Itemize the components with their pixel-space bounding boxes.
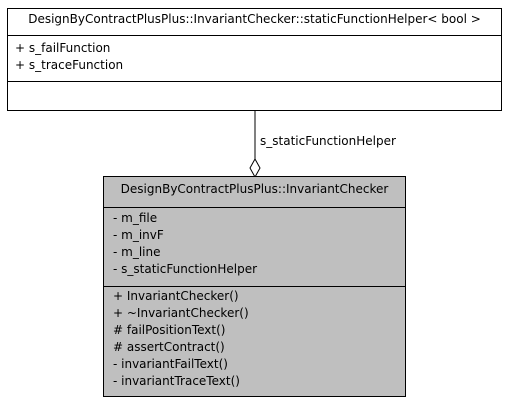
checker-class-name: DesignByContractPlusPlus::InvariantCheck… [120, 182, 389, 196]
invariant-checker-class[interactable]: DesignByContractPlusPlus::InvariantCheck… [103, 176, 406, 397]
checker-attribute: - m_line [113, 245, 161, 259]
checker-attribute: - s_staticFunctionHelper [113, 262, 258, 276]
checker-operation: + ~InvariantChecker() [113, 306, 249, 320]
checker-attributes-compartment: - m_file - m_invF - m_line - s_staticFun… [104, 207, 405, 286]
checker-operation: # assertContract() [113, 340, 225, 354]
helper-operations-compartment [8, 81, 501, 110]
helper-attribute: + s_traceFunction [15, 58, 124, 72]
checker-attribute: - m_file [113, 211, 158, 225]
helper-attributes-compartment: + s_failFunction + s_traceFunction [8, 35, 501, 81]
checker-operation: - invariantTraceText() [113, 374, 240, 388]
checker-operation: # failPositionText() [113, 323, 226, 337]
helper-attribute: + s_failFunction [15, 41, 111, 55]
checker-operations-compartment: + InvariantChecker() + ~InvariantChecker… [104, 286, 405, 396]
helper-class-name: DesignByContractPlusPlus::InvariantCheck… [28, 12, 481, 26]
checker-attribute: - m_invF [113, 228, 164, 242]
checker-operation: - invariantFailText() [113, 357, 228, 371]
association-label: s_staticFunctionHelper [260, 134, 396, 148]
aggregation-diamond [249, 157, 261, 179]
checker-operation: + InvariantChecker() [113, 289, 239, 303]
static-function-helper-class[interactable]: DesignByContractPlusPlus::InvariantCheck… [7, 8, 502, 111]
